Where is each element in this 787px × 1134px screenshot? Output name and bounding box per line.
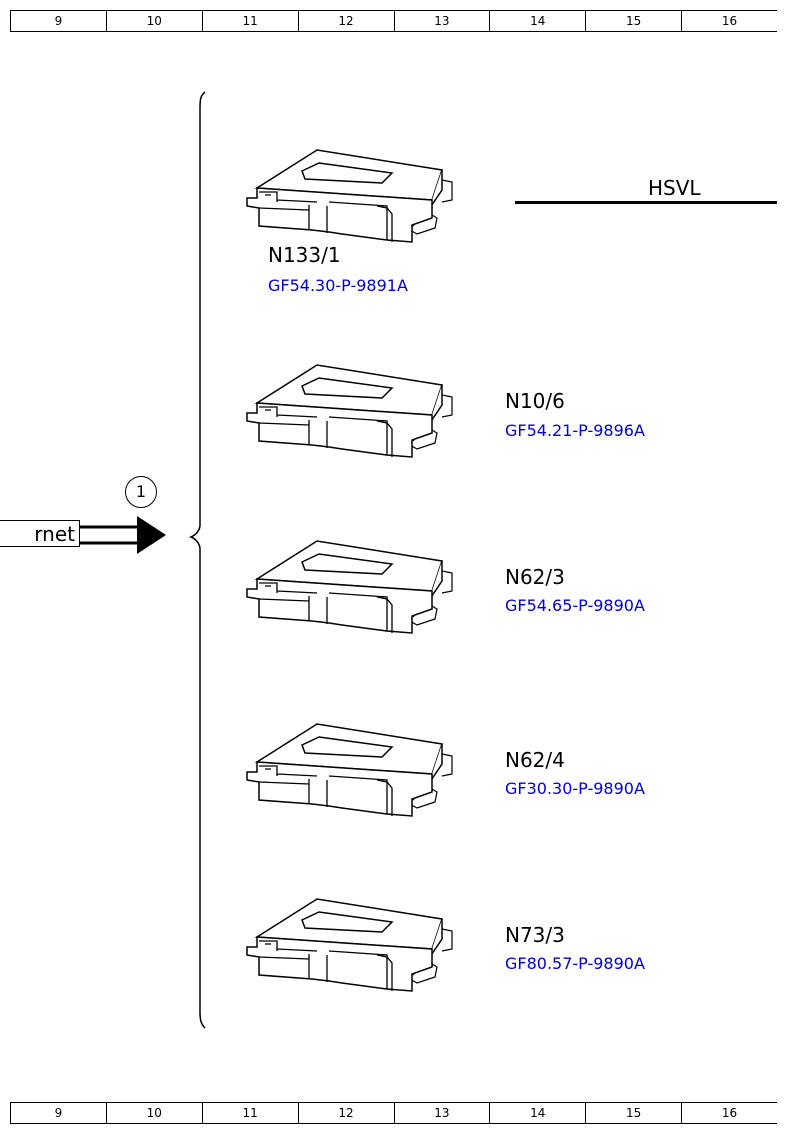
ecu-module-1 (246, 149, 453, 243)
ecu-module-4 (246, 723, 453, 817)
top-column-ruler: 9 10 11 12 13 14 15 16 (10, 10, 777, 32)
ruler-cell: 12 (297, 11, 394, 31)
module-name: N10/6 (505, 389, 565, 413)
ecu-module-2 (246, 364, 453, 458)
ruler-cell: 14 (489, 11, 585, 31)
module-name: N62/4 (505, 748, 565, 772)
ruler-cell: 16 (681, 1103, 777, 1123)
ruler-cell: 14 (489, 1103, 585, 1123)
ruler-cell: 15 (585, 11, 681, 31)
module-ref-link[interactable]: GF30.30-P-9890A (505, 779, 645, 798)
ruler-cell: 16 (681, 11, 777, 31)
group-brace (188, 91, 206, 1029)
bus-line (515, 201, 777, 204)
module-ref-link[interactable]: GF80.57-P-9890A (505, 954, 645, 973)
ruler-cell: 13 (393, 11, 490, 31)
ruler-cell: 9 (10, 11, 106, 31)
bus-label: HSVL (648, 176, 701, 200)
ruler-cell: 10 (105, 11, 202, 31)
module-ref-link[interactable]: GF54.30-P-9891A (268, 276, 408, 295)
bottom-column-ruler: 9 10 11 12 13 14 15 16 (10, 1102, 777, 1124)
arrow-head-icon (137, 516, 166, 554)
callout-marker: 1 (125, 476, 157, 508)
ruler-cell: 9 (10, 1103, 106, 1123)
ruler-cell: 15 (585, 1103, 681, 1123)
module-name: N133/1 (268, 243, 341, 267)
source-box: rnet (0, 520, 80, 547)
module-name: N73/3 (505, 923, 565, 947)
ruler-cell: 11 (201, 1103, 298, 1123)
ruler-cell: 10 (105, 1103, 202, 1123)
ruler-cell: 12 (297, 1103, 394, 1123)
module-ref-link[interactable]: GF54.65-P-9890A (505, 596, 645, 615)
ruler-cell: 13 (393, 1103, 490, 1123)
ecu-module-3 (246, 540, 453, 634)
module-name: N62/3 (505, 565, 565, 589)
ecu-module-5 (246, 898, 453, 992)
ruler-cell: 11 (201, 11, 298, 31)
module-ref-link[interactable]: GF54.21-P-9896A (505, 421, 645, 440)
